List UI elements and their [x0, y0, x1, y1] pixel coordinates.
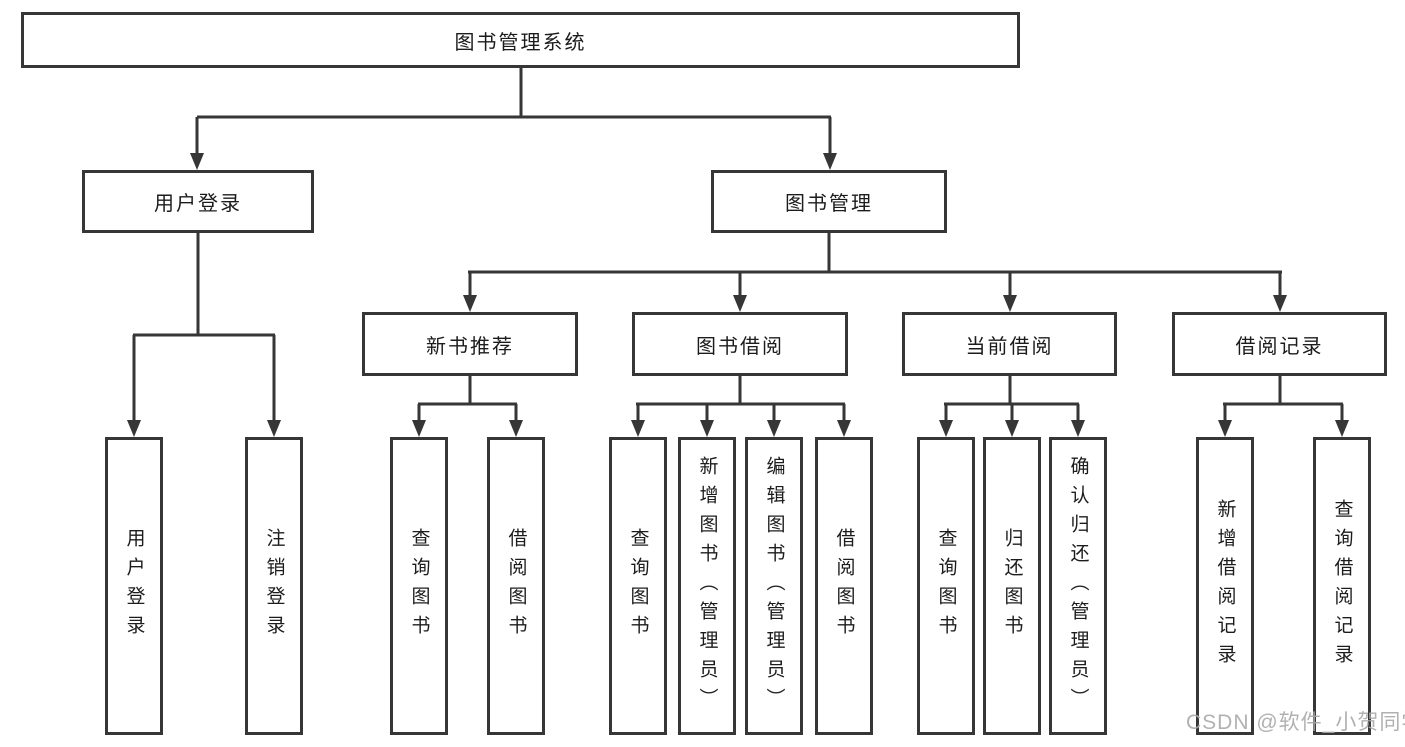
node-book-borrowing: 图书借阅: [632, 312, 848, 376]
leaf-query-borrow-record: 查询借阅记录: [1313, 437, 1371, 735]
node-borrowing-records-label: 借阅记录: [1235, 335, 1324, 358]
node-user-login-label: 用户登录: [154, 193, 242, 215]
node-book-borrowing-label: 图书借阅: [696, 335, 784, 358]
node-root-label: 图书管理系统: [454, 31, 587, 54]
leaf-confirm-return-admin-label: 确认归还（管理员）: [1067, 455, 1089, 717]
node-new-book-recommend: 新书推荐: [362, 312, 578, 376]
leaf-query-books-current: 查询图书: [917, 437, 975, 735]
leaf-logout-label: 注销登录: [263, 528, 285, 644]
node-current-borrowing: 当前借阅: [902, 312, 1117, 376]
leaf-query-books-current-label: 查询图书: [935, 528, 957, 644]
leaf-return-books: 归还图书: [983, 437, 1041, 735]
leaf-logout: 注销登录: [245, 437, 303, 735]
leaf-add-book-admin-label: 新增图书（管理员）: [696, 455, 718, 717]
csdn-watermark: CSDN @软件_小贺同学: [1186, 711, 1405, 734]
leaf-add-book-admin: 新增图书（管理员）: [678, 437, 736, 735]
node-root: 图书管理系统: [21, 12, 1020, 68]
node-user-login: 用户登录: [82, 170, 314, 233]
leaf-return-books-label: 归还图书: [1001, 528, 1023, 644]
leaf-borrow-books-recommend: 借阅图书: [487, 437, 545, 735]
leaf-edit-book-admin-label: 编辑图书（管理员）: [763, 455, 785, 717]
leaf-add-borrow-record-label: 新增借阅记录: [1214, 499, 1236, 673]
leaf-query-borrow-record-label: 查询借阅记录: [1331, 499, 1353, 673]
leaf-borrow-books-recommend-label: 借阅图书: [505, 528, 527, 644]
leaf-borrow-books-borrowing-label: 借阅图书: [833, 528, 855, 644]
node-borrowing-records: 借阅记录: [1172, 312, 1387, 376]
node-new-book-recommend-label: 新书推荐: [426, 335, 514, 358]
leaf-query-books-borrowing-label: 查询图书: [627, 528, 649, 644]
node-book-management-label: 图书管理: [785, 193, 873, 215]
node-book-management: 图书管理: [711, 170, 947, 233]
node-current-borrowing-label: 当前借阅: [965, 335, 1054, 358]
leaf-edit-book-admin: 编辑图书（管理员）: [745, 437, 803, 735]
leaf-query-books-recommend-label: 查询图书: [408, 528, 430, 644]
leaf-query-books-recommend: 查询图书: [390, 437, 448, 735]
leaf-user-login: 用户登录: [105, 437, 163, 735]
leaf-query-books-borrowing: 查询图书: [609, 437, 667, 735]
leaf-confirm-return-admin: 确认归还（管理员）: [1049, 437, 1107, 735]
leaf-user-login-label: 用户登录: [123, 528, 145, 644]
leaf-add-borrow-record: 新增借阅记录: [1196, 437, 1254, 735]
leaf-borrow-books-borrowing: 借阅图书: [815, 437, 873, 735]
